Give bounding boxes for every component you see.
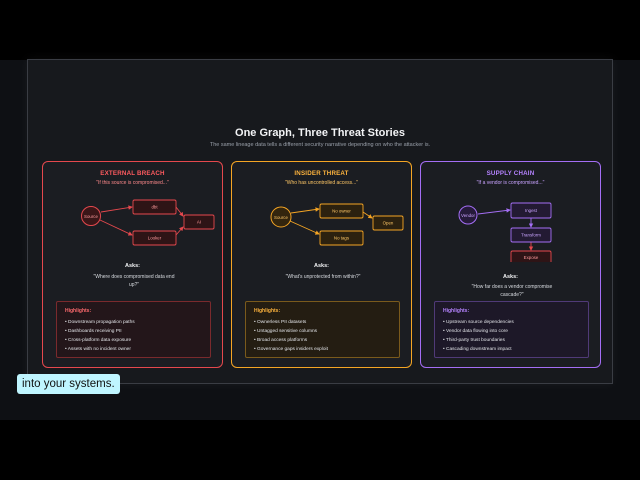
highlights-title: Highlights: (443, 308, 470, 314)
highlight-item: • Governance gaps insiders exploit (254, 347, 328, 352)
subtitle-caption: into your systems. (17, 374, 120, 394)
slide-subtitle: The same lineage data tells a different … (209, 142, 431, 148)
highlight-item: • Cross-platform data exposure (65, 338, 132, 343)
highlight-item: • Cascading downstream impact (443, 347, 512, 352)
edge-source-noowner (290, 207, 320, 214)
card-question: "If this source is compromised..." (96, 180, 169, 186)
edge-noowner-open (362, 211, 373, 219)
svg-text:Ingest: Ingest (525, 208, 538, 213)
card-heading: SUPPLY CHAIN (486, 170, 535, 177)
slide-title: One Graph, Three Threat Stories (235, 127, 405, 139)
svg-text:No owner: No owner (332, 209, 351, 214)
asks-label: Asks: (314, 263, 329, 269)
edge-source-notags (289, 220, 320, 235)
node-no-owner: No owner (319, 203, 364, 219)
svg-text:Open: Open (383, 221, 394, 226)
card-external-breach: EXTERNAL BREACH "If this source is compr… (42, 161, 223, 368)
card-question: "Who has uncontrolled access..." (284, 180, 359, 186)
highlight-item: • Third-party trust boundaries (443, 338, 505, 343)
highlight-item: • Untagged sensitive columns (254, 329, 318, 334)
node-vendor: Vendor (458, 205, 478, 225)
node-source: Source (81, 206, 101, 226)
node-transform: Transform (510, 227, 552, 243)
card-supply-chain: SUPPLY CHAIN "If a vendor is compromised… (420, 161, 601, 368)
edge-source-dbt (100, 205, 133, 213)
node-dbt: dbt (132, 199, 177, 215)
node-no-tags: No tags (319, 230, 364, 246)
card-insider-threat: INSIDER THREAT "Who has uncontrolled acc… (231, 161, 412, 368)
asks-label: Asks: (125, 263, 140, 269)
highlight-item: • Assets with no incident owner (65, 347, 131, 352)
lineage-diagram: Source No owner No tags Open (270, 203, 404, 246)
node-source: Source (270, 206, 292, 228)
svg-text:Transform: Transform (521, 233, 541, 238)
highlight-item: • Ownerless PII datasets (254, 320, 307, 325)
highlight-item: • Broad access platforms (254, 338, 308, 343)
node-ingest: Ingest (510, 202, 552, 219)
svg-text:Looker: Looker (148, 236, 162, 241)
asks-question: "What's unprotected from within?" (285, 274, 361, 280)
highlight-item: • Downstream propagation paths (65, 320, 135, 325)
node-ai: AI (183, 214, 215, 230)
highlights-box: Highlights: • Downstream propagation pat… (56, 301, 211, 358)
node-looker: Looker (132, 230, 177, 246)
highlight-item: • Dashboards receiving PII (65, 329, 122, 334)
edge-vendor-ingest (477, 208, 511, 215)
highlight-item: • Upstream source dependencies (443, 320, 514, 325)
card-heading: EXTERNAL BREACH (100, 170, 165, 177)
svg-text:Vendor: Vendor (461, 213, 475, 218)
node-open: Open (372, 215, 404, 231)
node-expose: Expose (510, 250, 552, 262)
highlights-title: Highlights: (254, 308, 281, 314)
svg-text:dbt: dbt (151, 205, 158, 210)
svg-text:Expose: Expose (524, 255, 539, 260)
highlights-box: Highlights: • Ownerless PII datasets • U… (245, 301, 400, 358)
lineage-diagram: Vendor Ingest Transform Expose (458, 202, 552, 262)
svg-text:AI: AI (197, 220, 201, 225)
edge-looker-ai (175, 226, 184, 236)
asks-question: "Where does compromised data end up?" (93, 274, 175, 288)
asks-label: Asks: (503, 274, 518, 280)
highlight-item: • Vendor data flowing into core (443, 329, 508, 334)
edge-source-looker (99, 219, 133, 236)
lineage-diagram: Source dbt Looker AI (81, 199, 215, 246)
card-heading: INSIDER THREAT (294, 170, 349, 177)
svg-text:No tags: No tags (334, 236, 350, 241)
svg-text:Source: Source (84, 214, 98, 219)
highlights-title: Highlights: (65, 308, 92, 314)
asks-question: "How far does a vendor compromise cascad… (471, 284, 553, 298)
svg-text:Source: Source (274, 215, 288, 220)
highlights-box: Highlights: • Upstream source dependenci… (434, 301, 589, 358)
card-question: "If a vendor is compromised..." (476, 180, 545, 186)
edge-dbt-ai (175, 206, 184, 217)
